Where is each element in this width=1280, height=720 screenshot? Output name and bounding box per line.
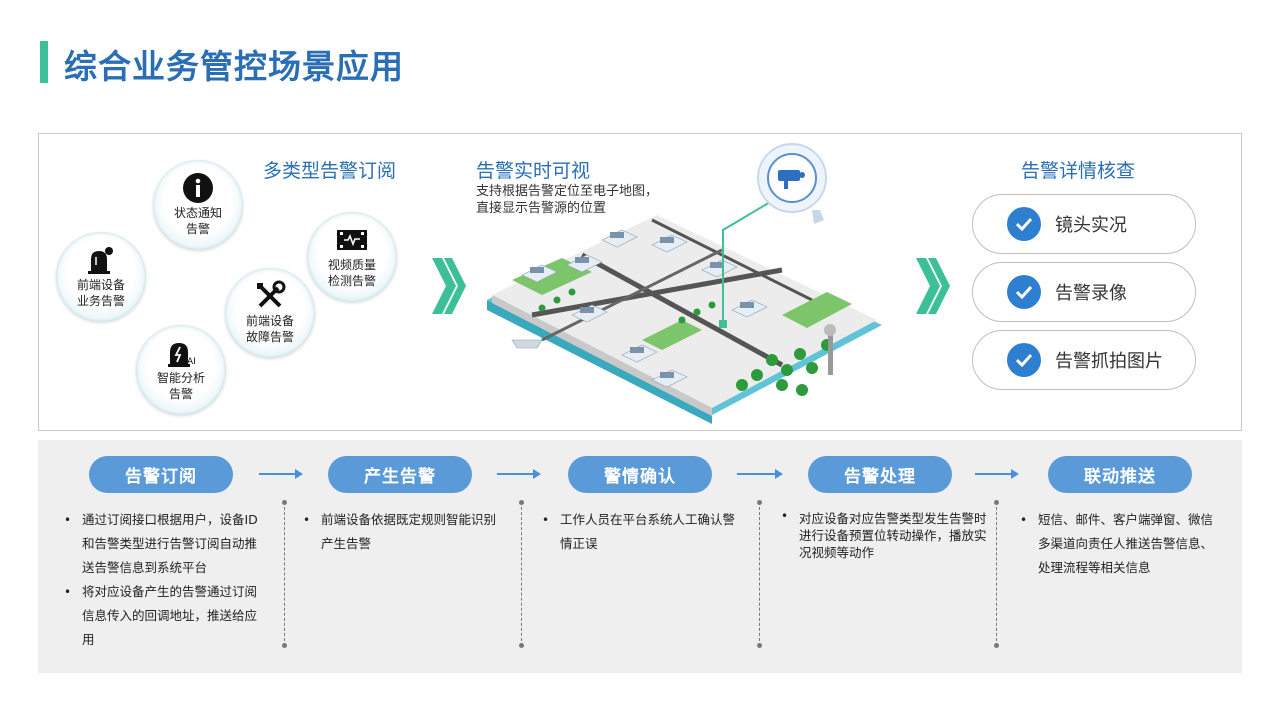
detail-card-label: 告警抓拍图片: [1055, 351, 1163, 372]
chevron-right-icon: [916, 258, 950, 314]
arrow-right-icon: [975, 469, 1019, 479]
bullet-item: 前端设备依据既定规则智能识别产生告警: [301, 508, 505, 556]
info-icon: [180, 173, 216, 203]
step-handle: 告警处理: [808, 456, 952, 493]
bubble-label: 业务告警: [76, 294, 125, 308]
arrow-right-icon: [497, 469, 541, 479]
detail-card-recording[interactable]: 告警录像: [972, 262, 1196, 322]
tools-icon: [252, 280, 288, 311]
realtime-description: 支持根据告警定位至电子地图， 直接显示告警源的位置: [476, 183, 658, 217]
step-divider: [282, 500, 287, 648]
video-quality-icon: [334, 225, 370, 255]
bullet-item: 工作人员在平台系统人工确认警情正误: [540, 508, 744, 556]
details-heading: 告警详情核查: [1021, 160, 1136, 182]
bubble-label: 前端设备: [245, 314, 294, 328]
device-alarm-icon: [83, 245, 119, 275]
bubble-label: 故障告警: [245, 330, 294, 344]
bubble-status-alarm: 状态通知告警: [153, 160, 243, 250]
realtime-heading: 告警实时可视: [476, 160, 591, 182]
title-accent-bar: [40, 41, 48, 83]
bullet-item: 对应设备对应告警类型发生告警时进行设备预置位转动操作，播放实况视频等动作: [779, 508, 989, 561]
ai-analysis-icon: AI: [163, 338, 199, 368]
bubble-label: 告警: [168, 387, 193, 401]
bullet-item: 短信、邮件、客户端弹窗、微信多渠道向责任人推送告警信息、处理流程等相关信息: [1018, 508, 1222, 580]
step-push: 联动推送: [1048, 456, 1192, 493]
step-divider: [994, 500, 999, 648]
step-subscribe: 告警订阅: [89, 456, 233, 493]
bullet-item: 将对应设备产生的告警通过订阅信息传入的回调地址，推送给应用: [62, 580, 266, 652]
bubble-device-fault: 前端设备故障告警: [225, 268, 315, 358]
detail-card-label: 镜头实况: [1055, 215, 1127, 236]
detail-card-live-view[interactable]: 镜头实况: [972, 194, 1196, 254]
chevron-right-icon: [432, 258, 466, 314]
city-map-illustration: [487, 143, 882, 424]
bubble-label: 前端设备: [76, 278, 125, 292]
step-handle-details: 对应设备对应告警类型发生告警时进行设备预置位转动操作，播放实况视频等动作: [779, 508, 989, 561]
bubble-device-business: 前端设备业务告警: [56, 232, 146, 322]
bubble-label: 检测告警: [327, 274, 376, 288]
check-icon: [1007, 275, 1041, 309]
bubble-smart-analysis: AI 智能分析告警: [136, 325, 226, 415]
detail-card-label: 告警录像: [1055, 283, 1127, 304]
check-icon: [1007, 207, 1041, 241]
bubble-label: 告警: [185, 222, 210, 236]
subscription-heading: 多类型告警订阅: [263, 160, 397, 182]
bubble-label: 状态通知: [173, 206, 222, 220]
step-subscribe-details: 通过订阅接口根据用户，设备ID和告警类型进行告警订阅自动推送告警信息到系统平台 …: [62, 508, 266, 652]
realtime-desc-line: 直接显示告警源的位置: [476, 201, 607, 216]
arrow-right-icon: [737, 469, 783, 479]
page-title: 综合业务管控场景应用: [64, 47, 404, 86]
detail-card-snapshot[interactable]: 告警抓拍图片: [972, 330, 1196, 390]
bubble-video-quality: 视频质量检测告警: [307, 212, 397, 302]
bubble-label: 视频质量: [327, 258, 376, 272]
svg-text:AI: AI: [187, 357, 196, 367]
step-generate: 产生告警: [328, 456, 472, 493]
arrow-right-icon: [259, 469, 303, 479]
step-confirm-details: 工作人员在平台系统人工确认警情正误: [540, 508, 744, 556]
step-divider: [757, 500, 762, 648]
realtime-desc-line: 支持根据告警定位至电子地图，: [476, 184, 659, 199]
step-divider: [519, 500, 524, 648]
step-confirm: 警情确认: [568, 456, 712, 493]
step-push-details: 短信、邮件、客户端弹窗、微信多渠道向责任人推送告警信息、处理流程等相关信息: [1018, 508, 1222, 580]
bullet-item: 通过订阅接口根据用户，设备ID和告警类型进行告警订阅自动推送告警信息到系统平台: [62, 508, 266, 580]
check-icon: [1007, 343, 1041, 377]
step-generate-details: 前端设备依据既定规则智能识别产生告警: [301, 508, 505, 556]
bubble-label: 智能分析: [156, 371, 205, 385]
